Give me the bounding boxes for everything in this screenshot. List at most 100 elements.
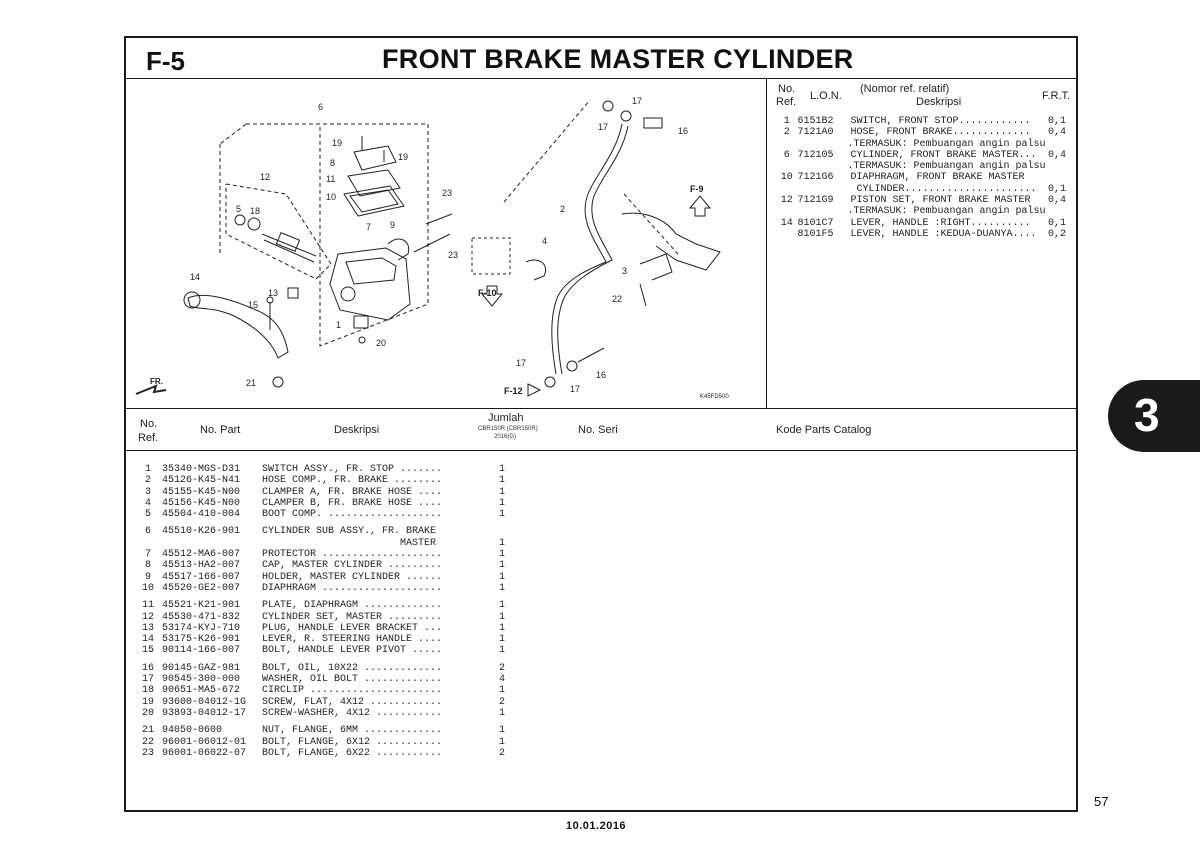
parts-cell-qty: 1 bbox=[498, 736, 505, 748]
parts-cell-no: 3 bbox=[144, 486, 151, 498]
callout-23b: 23 bbox=[448, 250, 458, 260]
parts-cell-no: 16 bbox=[141, 662, 154, 674]
parts-cell-qty: 1 bbox=[498, 560, 505, 572]
chapter-number: 3 bbox=[1134, 389, 1160, 441]
diagram-bottom-rule bbox=[125, 408, 1077, 409]
ref-cell-frt bbox=[1042, 172, 1066, 183]
parts-cell-desc: CYLINDER SUB ASSY., FR. BRAKE bbox=[262, 526, 437, 538]
parts-cell-qty: 1 bbox=[498, 622, 505, 634]
callout-12: 12 bbox=[260, 172, 270, 182]
parts-cell-no: 12 bbox=[141, 611, 154, 623]
page-frame bbox=[124, 36, 1078, 812]
callout-21: 21 bbox=[246, 378, 256, 388]
parts-cell-part: 96001-06022-07 bbox=[162, 747, 247, 759]
parts-cell-qty: 1 bbox=[498, 475, 505, 487]
parts-cell-desc: LEVER, R. STEERING HANDLE .... bbox=[262, 634, 443, 646]
parts-cell-part: 90651-MA5-672 bbox=[162, 685, 241, 697]
parts-cell-qty: 1 bbox=[498, 582, 505, 594]
callout-16b: 16 bbox=[596, 370, 606, 380]
ref-cell-no bbox=[776, 139, 797, 150]
callout-19b: 19 bbox=[398, 152, 408, 162]
callout-19a: 19 bbox=[332, 138, 342, 148]
ref-cell-desc: .TERMASUK: Pembuangan angin palsu bbox=[847, 161, 1046, 173]
parts-cell-no: 13 bbox=[141, 622, 154, 634]
ref-cell-lon: 8101F5 bbox=[797, 228, 834, 240]
callout-17d: 17 bbox=[570, 384, 580, 394]
ref-header-lon: L.O.N. bbox=[810, 90, 842, 102]
callout-11: 11 bbox=[326, 174, 335, 184]
ref-f9: F-9 bbox=[690, 184, 704, 194]
ref-f12: F-12 bbox=[504, 386, 523, 396]
ref-cell-lon bbox=[798, 184, 851, 195]
ref-cell-frt: 0,1 bbox=[1047, 183, 1066, 195]
parts-cell-desc: BOLT, HANDLE LEVER PIVOT ..... bbox=[262, 645, 443, 657]
ref-header-frt: F.R.T. bbox=[1042, 90, 1071, 102]
master-cylinder-body bbox=[329, 247, 411, 321]
parts-cell-desc: CIRCLIP ...................... bbox=[262, 685, 443, 697]
ref-cell-desc: CYLINDER...................... bbox=[850, 183, 1037, 195]
callout-2: 2 bbox=[560, 204, 565, 214]
callout-5: 5 bbox=[236, 204, 241, 214]
parts-cell-desc: NUT, FLANGE, 6MM ............. bbox=[262, 725, 443, 737]
parts-cell-part: 53174-KYJ-710 bbox=[162, 622, 241, 634]
callout-6: 6 bbox=[318, 102, 323, 112]
parts-cell-qty: 1 bbox=[498, 611, 505, 623]
callout-7: 7 bbox=[366, 222, 371, 232]
parts-cell-part: 45517-166-007 bbox=[162, 571, 241, 583]
parts-cell-desc: SCREW-WASHER, 4X12 ........... bbox=[262, 707, 443, 719]
ref-table-row: .TERMASUK: Pembuangan angin palsu bbox=[776, 161, 1066, 172]
parts-cell-part: 45155-K45-N00 bbox=[162, 486, 241, 498]
chapter-tab: 3 bbox=[1108, 380, 1200, 452]
parts-cell-qty: 1 bbox=[498, 645, 505, 657]
parts-cell-desc: PROTECTOR .................... bbox=[262, 549, 443, 561]
ref-cell-lon: 7121A0 bbox=[797, 127, 834, 139]
callout-17b: 17 bbox=[598, 122, 608, 132]
parts-cell-part: 45512-MA6-007 bbox=[162, 549, 241, 561]
parts-cell-part: 35340-MGS-D31 bbox=[162, 464, 241, 475]
parts-cell-part: 93600-04012-1G bbox=[162, 696, 247, 708]
parts-cell-no: 15 bbox=[141, 645, 154, 657]
ref-header-no: No. bbox=[778, 83, 796, 95]
parts-cell-desc: DIAPHRAGM .................... bbox=[262, 582, 443, 594]
parts-cell-part: 94050-0600 bbox=[162, 725, 223, 737]
callout-18: 18 bbox=[250, 206, 260, 216]
parts-header-seri: No. Seri bbox=[578, 424, 618, 436]
parts-cell-qty: 2 bbox=[498, 662, 505, 674]
callout-14: 14 bbox=[190, 272, 200, 282]
parts-cell-desc: CLAMPER A, FR. BRAKE HOSE .... bbox=[262, 486, 443, 498]
title-rule bbox=[125, 78, 1077, 79]
parts-cell-no: 18 bbox=[141, 685, 154, 697]
parts-cell-qty: 1 bbox=[498, 707, 505, 719]
ref-header-deskripsi: Deskripsi bbox=[916, 96, 962, 108]
callout-3: 3 bbox=[622, 266, 627, 276]
parts-cell-desc: MASTER bbox=[262, 537, 437, 549]
parts-header-kode: Kode Parts Catalog bbox=[776, 424, 872, 436]
parts-cell-part: 45530-471-832 bbox=[162, 611, 241, 623]
parts-header-jumlah: Jumlah bbox=[488, 412, 524, 424]
callout-8: 8 bbox=[330, 158, 335, 168]
section-code: F-5 bbox=[146, 46, 185, 76]
page-number: 57 bbox=[1094, 794, 1109, 809]
parts-cell-no: 8 bbox=[144, 560, 151, 572]
diagram-divider bbox=[766, 78, 767, 408]
parts-cell-desc: BOLT, FLANGE, 6X12 ........... bbox=[262, 736, 443, 748]
parts-cell-qty: 1 bbox=[498, 464, 505, 475]
parts-cell-qty: 4 bbox=[498, 674, 505, 686]
parts-cell-no: 9 bbox=[144, 571, 151, 583]
parts-cell-qty bbox=[492, 526, 512, 537]
parts-cell-qty: 1 bbox=[498, 486, 505, 498]
parts-cell-no: 2 bbox=[144, 475, 151, 487]
parts-cell-qty: 2 bbox=[498, 696, 505, 708]
parts-cell-part: 53175-K26-901 bbox=[162, 634, 241, 646]
